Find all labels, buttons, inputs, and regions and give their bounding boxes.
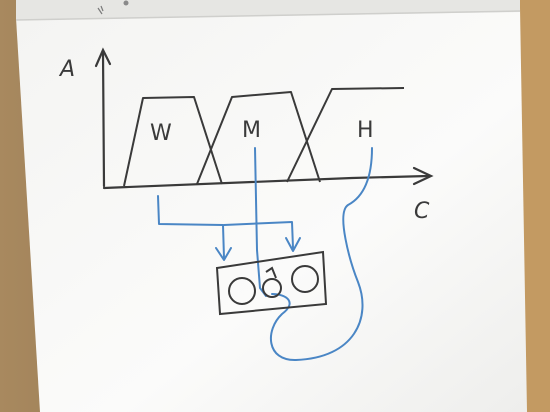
stray-mark <box>123 0 129 6</box>
right-dial <box>291 265 319 293</box>
axes <box>94 47 434 190</box>
y-axis-arrowhead <box>94 47 112 68</box>
paper-fold <box>15 10 521 21</box>
set-labels: W M H <box>150 118 374 146</box>
flipchart-paper <box>16 8 527 412</box>
center-pointer <box>265 266 277 279</box>
set-w-trapezoid <box>123 96 223 187</box>
y-axis <box>101 50 106 188</box>
set-h-trapezoid <box>286 87 405 183</box>
x-axis-arrowhead <box>412 166 434 186</box>
x-axis <box>102 174 430 190</box>
left-dial <box>228 277 256 305</box>
set-label-m: M <box>242 118 261 143</box>
set-label-w: W <box>150 121 172 146</box>
set-label-h: H <box>357 118 374 143</box>
stray-mark <box>97 5 104 15</box>
connector-w <box>157 195 225 259</box>
connector-split-arrowhead <box>285 237 301 252</box>
center-dial <box>262 278 282 298</box>
controller-box <box>215 250 328 316</box>
blue-connectors <box>157 147 373 362</box>
axis-x-label: C <box>414 199 430 224</box>
paper-binding <box>16 0 520 20</box>
connector-w-arrowhead <box>215 247 232 261</box>
connector-h <box>269 147 373 362</box>
controller-outline <box>215 250 328 316</box>
set-m-trapezoid <box>196 91 321 185</box>
membership-functions <box>123 87 405 187</box>
connector-split <box>223 221 294 249</box>
axis-y-label: A <box>58 57 75 82</box>
